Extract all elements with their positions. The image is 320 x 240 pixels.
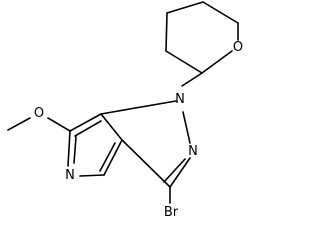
bond-O-C2prime xyxy=(201,50,233,74)
bond-C2prime-C3prime xyxy=(165,50,203,74)
bond-C6-C7a-inner xyxy=(74,120,102,137)
bond-C3a-C4 xyxy=(103,139,123,176)
bond-N5-C6-inner xyxy=(73,136,77,164)
bond-methyl-O xyxy=(7,117,31,131)
bond-N1-C2prime xyxy=(181,72,203,87)
atom-label-pyrazole-n2: N xyxy=(188,144,198,159)
molecule-drawing: O N N N Br O xyxy=(7,1,243,220)
atom-label-bromine: Br xyxy=(164,205,179,220)
bond-C7a-C3a xyxy=(100,113,123,141)
bond-C6-C7a xyxy=(69,113,102,132)
bond-C7a-N1 xyxy=(100,100,177,115)
structure-canvas: O N N N Br O xyxy=(7,1,243,220)
atom-label-methoxy-oxygen: O xyxy=(34,106,44,121)
bond-O-C6 xyxy=(47,117,71,132)
atom-label-pyran-oxygen: O xyxy=(233,40,243,55)
bond-N1-N2 xyxy=(182,111,191,144)
bond-N2-C3-inner xyxy=(163,158,186,183)
bond-C5prime-C6prime xyxy=(202,1,239,24)
bond-N2-C3 xyxy=(169,157,191,188)
atom-label-pyrazole-n1: N xyxy=(175,92,185,107)
bond-C3prime-C4prime xyxy=(165,12,168,52)
bond-C4-N5 xyxy=(79,174,105,177)
bond-N5-C6 xyxy=(67,130,71,167)
atom-label-pyridine-nitrogen: N xyxy=(65,168,75,183)
bond-C4prime-C5prime xyxy=(166,1,204,14)
bond-C3-C3a xyxy=(121,139,171,188)
bond-C3a-C4-inner xyxy=(99,142,116,172)
